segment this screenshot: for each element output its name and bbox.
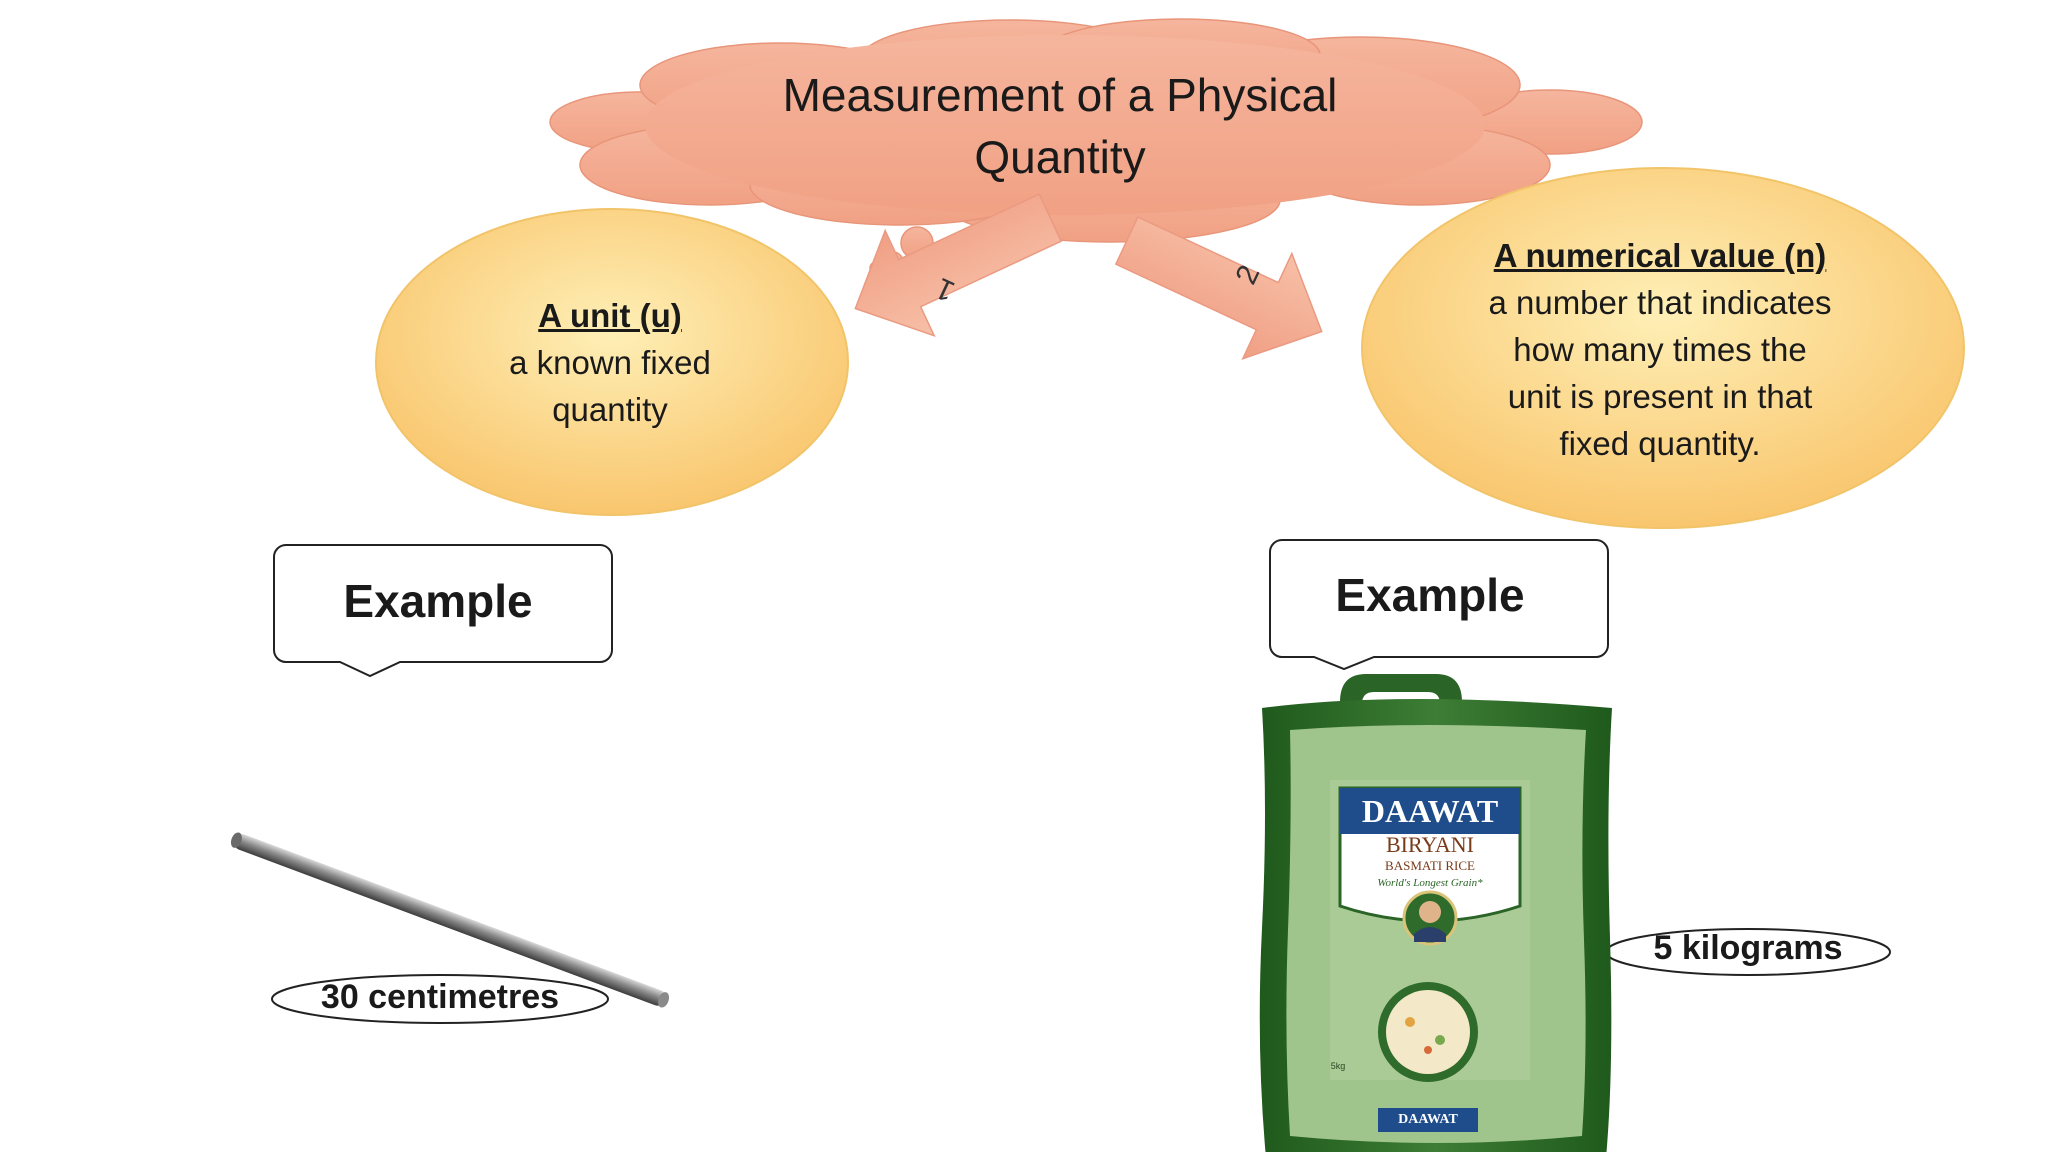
unit-description-line-2: quantity xyxy=(552,391,668,428)
example-label-right: Example xyxy=(1335,569,1525,621)
unit-description-line-1: a known fixed xyxy=(509,344,711,381)
arrow-to-unit xyxy=(854,193,1063,337)
value-oval xyxy=(1361,167,1965,529)
value-definition: A numerical value (n) a number that indi… xyxy=(1390,232,1930,467)
unit-definition: A unit (u) a known fixed quantity xyxy=(420,292,800,433)
value-description-line-2: how many times the xyxy=(1513,331,1807,368)
example-callout-left xyxy=(273,544,613,678)
value-description-line-3: unit is present in that xyxy=(1507,378,1813,415)
example-callout-right xyxy=(1269,539,1609,671)
bag-tagline: World's Longest Grain* xyxy=(1377,877,1483,889)
bag-net-weight: 5kg xyxy=(1330,1061,1346,1071)
bag-brand-bottom: DAAWAT xyxy=(1398,1112,1458,1127)
unit-heading: A unit (u) xyxy=(538,297,682,334)
title-cloud xyxy=(549,18,1643,243)
measure-oval-left xyxy=(271,974,609,1024)
metal-rod-image xyxy=(230,832,670,1008)
measure-label-left: 30 centimetres xyxy=(320,978,560,1016)
bag-variety: BASMATI RICE xyxy=(1385,858,1475,873)
example-label-left: Example xyxy=(343,575,533,627)
measure-label-right: 5 kilograms xyxy=(1653,929,1843,967)
title-line-1: Measurement of a Physical xyxy=(782,69,1338,121)
title-line-2: Quantity xyxy=(974,131,1146,183)
bag-brand: DAAWAT xyxy=(1361,793,1499,829)
value-heading: A numerical value (n) xyxy=(1493,237,1827,274)
diagram-title: Measurement of a Physical Quantity xyxy=(700,64,1420,188)
unit-oval xyxy=(375,208,849,516)
value-description-line-1: a number that indicates xyxy=(1488,284,1832,321)
rice-bag-image xyxy=(1259,674,1612,1152)
arrow-to-value xyxy=(1114,216,1323,360)
value-description-line-4: fixed quantity. xyxy=(1559,425,1761,462)
bag-product: BIRYANI xyxy=(1385,832,1474,857)
